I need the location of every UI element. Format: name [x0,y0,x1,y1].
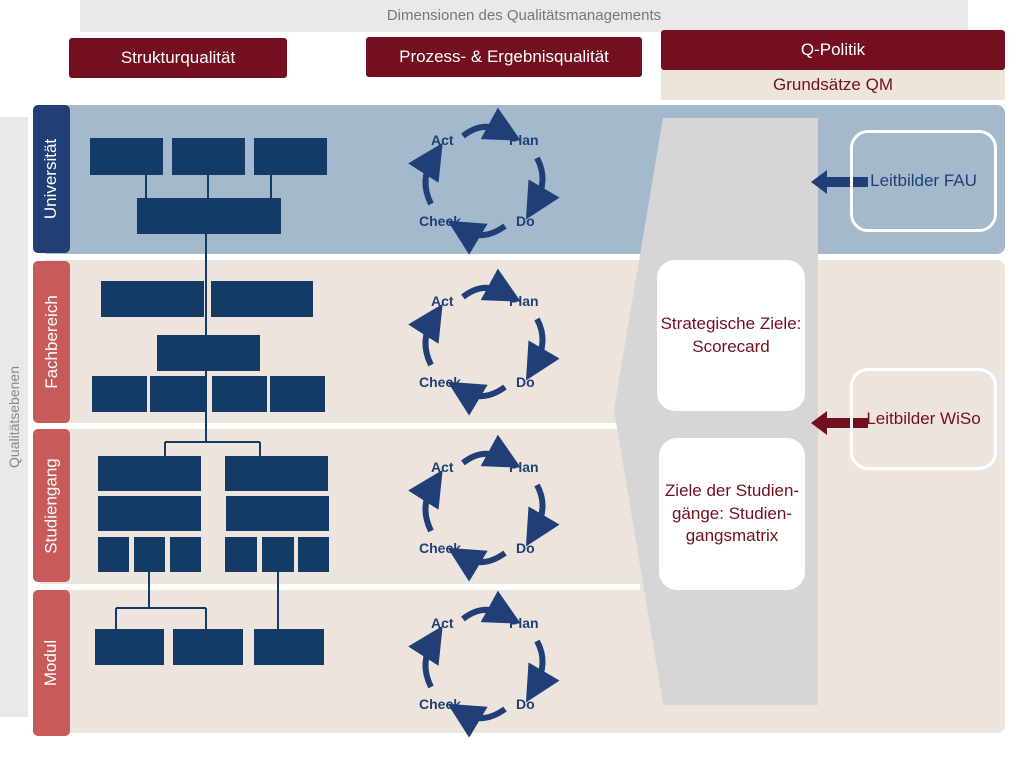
cycle-arrow [408,625,443,689]
org-box [170,537,201,572]
arrow-left-icon [811,170,868,194]
org-box [95,629,164,665]
org-box [90,138,163,175]
cycle-label-act: Act [431,132,454,148]
arrow-left-icon [811,411,868,435]
level-label-universitaet: Universität [33,105,70,253]
org-boxes [90,138,329,665]
org-box [172,138,245,175]
cycle-arrow [525,639,560,703]
org-box [225,537,257,572]
cycle-label-plan: Plan [509,132,539,148]
cycle-arrow [461,268,521,302]
column-title-process: Prozess- & Ergebnisqualität [366,37,642,77]
cycle-label-act: Act [431,293,454,309]
mission-fau-box: Leitbilder FAU [850,130,997,232]
cycle-label-plan: Plan [509,615,539,631]
cycle-label-plan: Plan [509,293,539,309]
cycle-arrow [525,156,560,220]
cycle-label-plan: Plan [509,459,539,475]
band-separator [40,423,640,429]
cycle-arrow [408,142,443,206]
org-box [211,281,313,317]
cycle-arrow [461,434,521,468]
cycle-arrow [525,483,560,547]
org-box [254,138,327,175]
cycle-label-check: Check [419,696,461,712]
cycle-arrow [447,703,507,738]
cycle-label-act: Act [431,459,454,475]
levels-side-bar [0,117,28,717]
level-label-modul: Modul [33,590,70,736]
band-separator [40,584,640,590]
column-title-structure: Strukturqualität [69,38,287,78]
cycle-arrow [525,317,560,381]
cycle-arrow [447,220,507,255]
org-box [212,376,267,412]
cycle-arrow [447,381,507,416]
org-box [157,335,260,371]
pdca-cycle-universitaet: Act Plan Check Do [408,107,560,255]
goals-programs-box: Ziele der Studien-gänge: Studien-gangsma… [659,438,805,590]
org-box [270,376,325,412]
cycle-arrow [408,469,443,533]
level-label-studiengang: Studiengang [33,429,70,582]
org-box [98,456,201,491]
org-box [226,496,329,531]
org-box [254,629,324,665]
goals-strategic-box: Strategische Ziele: Scorecard [657,260,805,411]
org-box [225,456,328,491]
cycle-arrow [461,107,521,141]
cycle-label-do: Do [516,696,535,712]
pdca-cycle-modul: Act Plan Check Do [408,590,560,738]
level-label-fachbereich: Fachbereich [33,261,70,423]
org-box [298,537,329,572]
cycle-arrow [408,303,443,367]
column-title-policy: Q-Politik [661,30,1005,70]
cycle-label-check: Check [419,540,461,556]
org-box [173,629,243,665]
org-box [134,537,165,572]
policy-funnel [614,118,818,705]
cycle-arrow [461,590,521,624]
cycle-label-check: Check [419,374,461,390]
cycle-label-do: Do [516,374,535,390]
org-box [98,496,201,531]
column-subtitle-policy: Grundsätze QM [661,70,1005,100]
org-box [150,376,205,412]
org-box [262,537,294,572]
pdca-cycle-fachbereich: Act Plan Check Do [408,268,560,416]
org-box [137,198,281,234]
cycle-arrow [447,547,507,582]
org-box [92,376,147,412]
mission-wiso-box: Leitbilder WiSo [850,368,997,470]
org-box [101,281,204,317]
pdca-cycle-studiengang: Act Plan Check Do [408,434,560,582]
cycle-label-do: Do [516,540,535,556]
dimensions-header: Dimensionen des Qualitätsmanagements [80,0,968,32]
cycle-label-check: Check [419,213,461,229]
org-box [98,537,129,572]
cycle-label-do: Do [516,213,535,229]
cycle-label-act: Act [431,615,454,631]
